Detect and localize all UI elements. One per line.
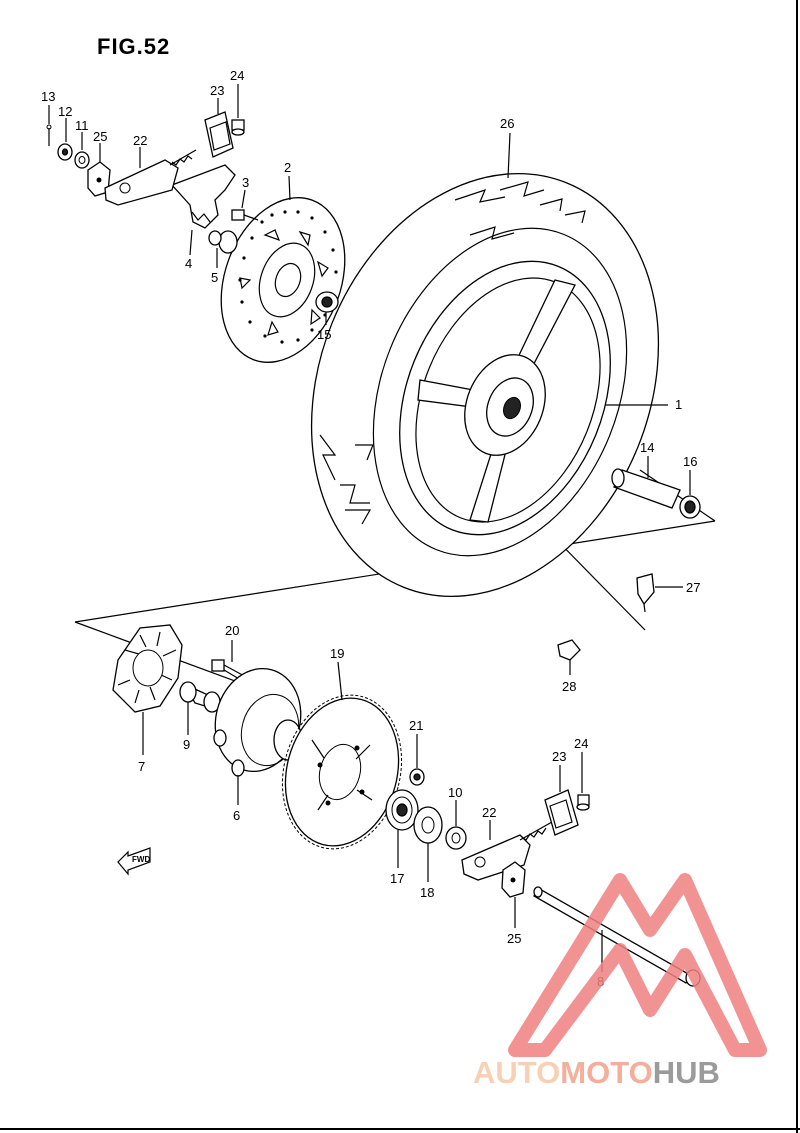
collar-5	[208, 230, 238, 254]
callout-24-lower: 24	[574, 736, 588, 751]
watermark-part1: AUTO	[473, 1055, 560, 1090]
callout-24-upper: 24	[230, 68, 244, 83]
sprocket-carrier-6	[213, 667, 303, 777]
callout-23-upper: 23	[210, 83, 224, 98]
bearing-17	[385, 789, 419, 831]
callout-22-upper: 22	[133, 133, 147, 148]
fwd-arrow-icon: FWD	[117, 847, 151, 876]
callout-25-lower: 25	[507, 931, 521, 946]
callout-4: 4	[185, 256, 192, 271]
nut-12	[57, 143, 73, 161]
callout-labels: 13 12 11 25 22 23 24 2 3 4 5 15 26 1 14 …	[41, 68, 700, 989]
sprocket-19	[281, 694, 403, 850]
callout-11: 11	[75, 118, 89, 133]
callout-5: 5	[211, 270, 218, 285]
callout-19: 19	[330, 646, 344, 661]
callout-12: 12	[58, 104, 72, 119]
callout-20: 20	[225, 623, 239, 638]
callout-13: 13	[41, 89, 55, 104]
callout-22-lower: 22	[482, 805, 496, 820]
callout-27: 27	[686, 580, 700, 595]
callout-10: 10	[448, 785, 462, 800]
chain-adjuster-22-lower	[461, 821, 553, 881]
bolt-3	[231, 209, 259, 221]
spacer-15	[315, 291, 339, 313]
callout-6: 6	[233, 808, 240, 823]
watermark-logo: AUTOMOTOHUB	[473, 873, 767, 1090]
watermark-part3: HUB	[653, 1055, 720, 1090]
callout-leader-3	[241, 189, 246, 209]
collar-16	[679, 495, 701, 519]
callout-23-lower: 23	[552, 749, 566, 764]
callout-26: 26	[500, 116, 514, 131]
seal-18	[413, 806, 443, 844]
spacer-10	[445, 826, 467, 850]
callout-7: 7	[138, 759, 145, 774]
callout-1: 1	[675, 397, 682, 412]
cush-rubber-7	[112, 624, 183, 713]
bolt-24-upper	[231, 119, 245, 136]
spacer-9	[179, 681, 221, 713]
callout-16: 16	[683, 454, 697, 469]
callout-28: 28	[562, 679, 576, 694]
clip-28	[557, 639, 581, 661]
figure-title: FIG.52	[97, 34, 171, 59]
bolt-24-lower	[576, 794, 590, 811]
callout-15: 15	[317, 327, 331, 342]
callout-25-upper: 25	[93, 129, 107, 144]
callout-leader-19	[337, 661, 343, 701]
plate-23-upper	[204, 111, 234, 158]
callout-9: 9	[183, 737, 190, 752]
callout-leader-26	[507, 132, 511, 179]
callout-leader-2	[288, 175, 291, 201]
callout-21: 21	[409, 718, 423, 733]
nut-21	[409, 768, 425, 786]
spacer-14	[611, 468, 681, 509]
washer-11	[74, 151, 90, 169]
valve-27	[636, 573, 655, 613]
chain-adjuster-25-lower	[501, 861, 526, 898]
rear-wheel-rim	[399, 260, 611, 536]
svg-text:AUTOMOTOHUB: AUTOMOTOHUB	[473, 1055, 720, 1090]
callout-leader-4	[189, 229, 193, 256]
callout-2: 2	[284, 160, 291, 175]
watermark-part2: MOTO	[560, 1055, 652, 1090]
callout-18: 18	[420, 885, 434, 900]
plate-23-lower	[544, 789, 579, 836]
fwd-label: FWD	[132, 855, 150, 864]
caliper-bracket-4	[170, 164, 236, 229]
cotter-pin-13	[46, 124, 52, 146]
callout-14: 14	[640, 440, 654, 455]
chain-adjuster-22-upper	[104, 149, 197, 206]
callout-3: 3	[242, 175, 249, 190]
brake-disc	[220, 197, 346, 363]
callout-17: 17	[390, 871, 404, 886]
watermark-triangle-icon	[508, 873, 767, 1057]
